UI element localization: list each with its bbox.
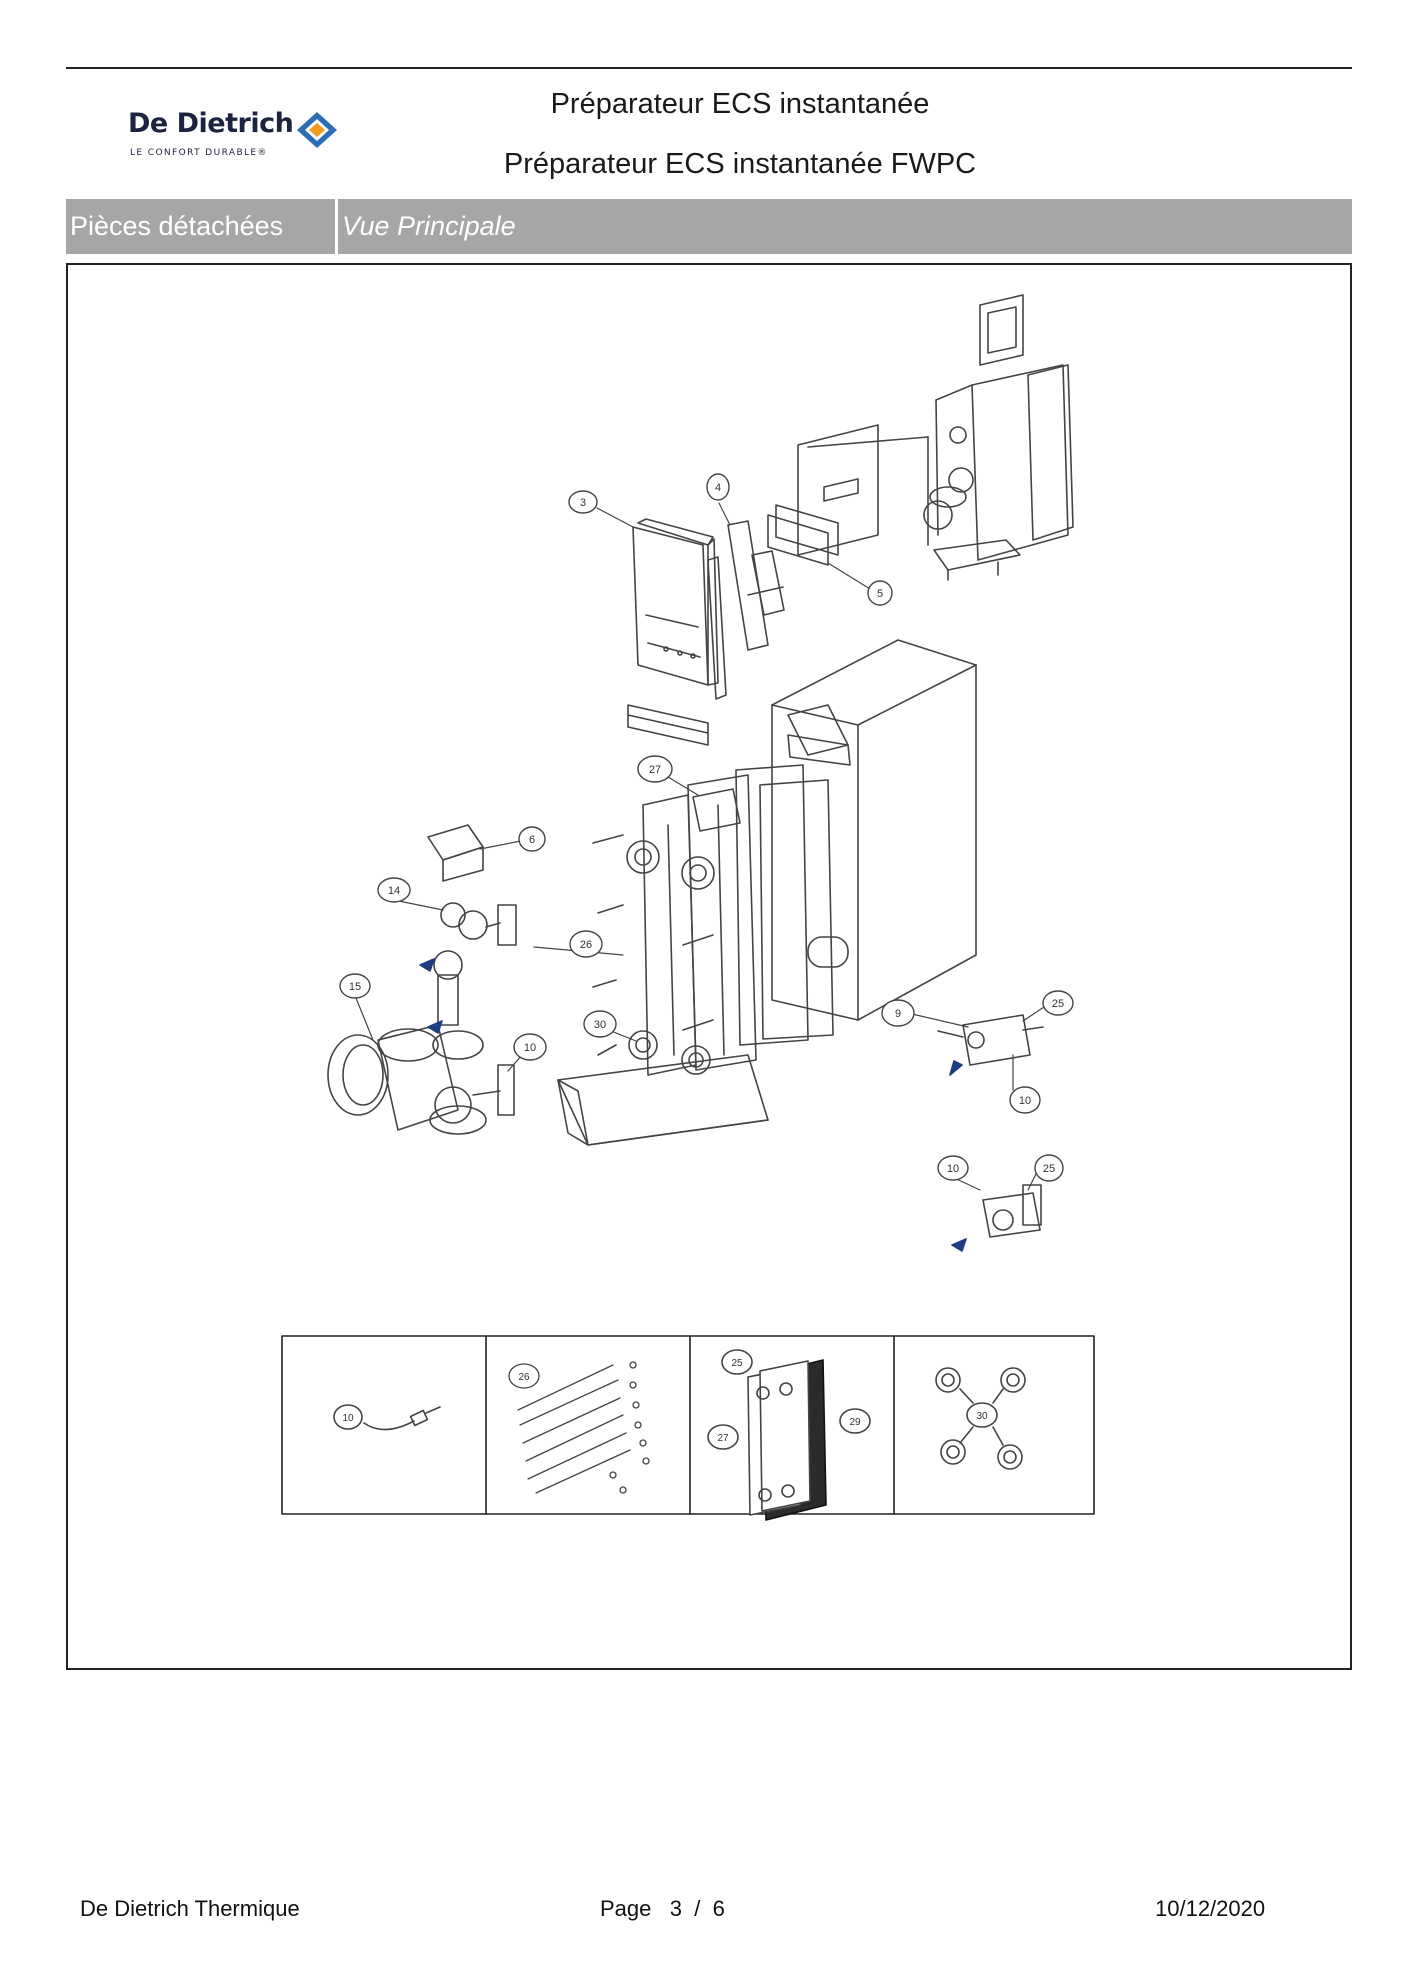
detail-callout-10: 10 <box>342 1413 354 1424</box>
section-view: Vue Principale <box>342 211 516 241</box>
right-connection-top-illustration <box>937 1014 1044 1076</box>
detail-bolts-illustration <box>508 1361 650 1494</box>
detail-exchanger-illustration <box>707 1349 871 1521</box>
callout-10-right-bottom: 10 <box>947 1163 959 1175</box>
callout-27: 27 <box>649 764 661 776</box>
callout-5: 5 <box>877 588 883 600</box>
footer-page-label: Page <box>600 1896 652 1921</box>
drawing-frame: 3 4 5 6 14 15 26 27 30 10 9 25 10 10 25 <box>66 263 1352 1670</box>
top-rule <box>66 67 1352 69</box>
document-title: Préparateur ECS instantanée <box>550 88 930 120</box>
footer-page: Page 3 / 6 <box>600 1896 725 1922</box>
callout-30: 30 <box>594 1019 606 1031</box>
section-divider <box>335 199 338 254</box>
detail-callout-26: 26 <box>518 1372 530 1383</box>
callout-4: 4 <box>715 482 721 494</box>
callout-6: 6 <box>529 834 535 846</box>
section-bar: Pièces détachées Vue Principale <box>66 199 1352 254</box>
right-connection-bottom-illustration <box>951 1184 1042 1252</box>
detail-callout-25: 25 <box>731 1358 743 1369</box>
brand-logo: De Dietrich LE CONFORT DURABLE® <box>128 108 358 168</box>
section-label: Pièces détachées <box>70 211 284 241</box>
detail-gaskets-illustration <box>935 1367 1026 1470</box>
callout-10-pump: 10 <box>524 1042 536 1054</box>
callout-circles <box>339 473 1074 1182</box>
detail-sensor-illustration <box>333 1404 441 1431</box>
callout-3: 3 <box>580 497 586 509</box>
detail-callout-29: 29 <box>849 1417 861 1428</box>
detail-callout-30: 30 <box>976 1411 988 1422</box>
brand-name: De Dietrich <box>128 108 294 139</box>
callout-26: 26 <box>580 939 592 951</box>
footer-page-current: 3 <box>669 1896 682 1921</box>
cabinet-casing-illustration <box>771 639 977 1021</box>
detail-strip <box>281 1335 1095 1515</box>
footer-date: 10/12/2020 <box>1155 1896 1266 1921</box>
callout-leaders <box>355 502 1045 1191</box>
document-subtitle: Préparateur ECS instantanée FWPC <box>503 148 977 180</box>
display-module-illustration <box>767 424 929 566</box>
callout-9: 9 <box>895 1008 901 1020</box>
gasket-panel-illustration <box>727 520 785 651</box>
exchanger-fittings-illustration <box>592 788 741 1075</box>
callout-25-top: 25 <box>1052 998 1064 1010</box>
front-panel-illustration <box>627 518 727 746</box>
callout-25-bottom: 25 <box>1043 1163 1055 1175</box>
pump-assembly-illustration <box>327 824 517 1135</box>
footer-company: De Dietrich Thermique <box>80 1896 300 1921</box>
footer-page-total: 6 <box>712 1896 725 1921</box>
exploded-view-drawing: 3 4 5 6 14 15 26 27 30 10 9 25 10 10 25 <box>281 294 1095 1521</box>
heat-exchanger-illustration <box>557 764 834 1146</box>
callout-15: 15 <box>349 981 361 993</box>
callout-10-right-top: 10 <box>1019 1095 1031 1107</box>
brand-tagline: LE CONFORT DURABLE® <box>130 148 268 158</box>
detail-callout-27: 27 <box>717 1433 729 1444</box>
brand-diamond-icon <box>297 112 337 148</box>
overview-unit-illustration <box>923 294 1074 581</box>
footer-page-sep: / <box>694 1896 701 1921</box>
callout-14: 14 <box>388 885 400 897</box>
